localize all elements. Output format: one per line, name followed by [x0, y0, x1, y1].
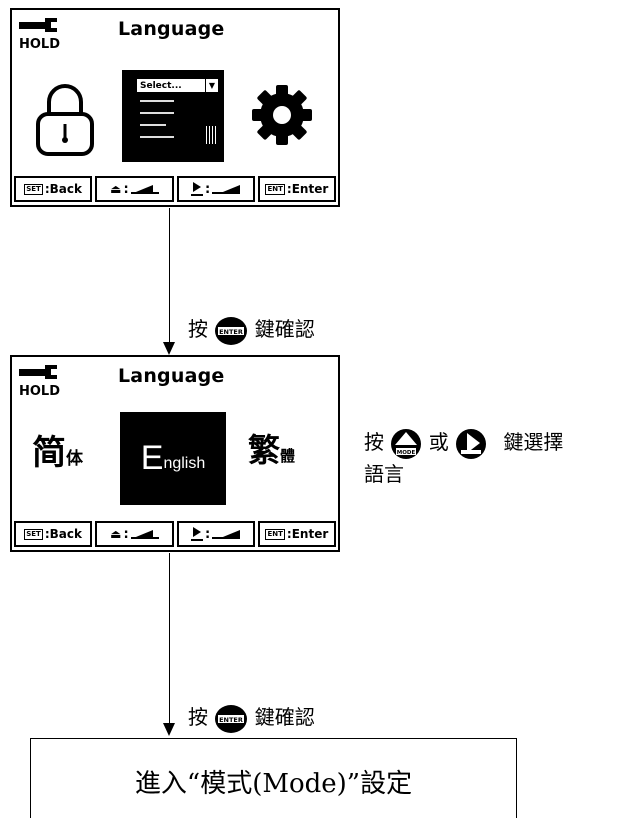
lang-option-simplified[interactable]: 简体: [32, 425, 83, 474]
softkey-sep: :: [123, 181, 129, 197]
enter-key-icon: ENTER: [215, 704, 248, 733]
increase-ramp-icon: [130, 185, 159, 194]
lang-option-traditional[interactable]: 繁體: [248, 425, 295, 471]
softkey-sep: :: [44, 182, 50, 196]
enter-key-text: ENTER: [219, 716, 243, 724]
ent-key-label: ENT: [265, 528, 285, 540]
hold-label: HOLD: [19, 37, 60, 51]
padlock-icon: [36, 84, 94, 156]
dropdown-scrollbar[interactable]: [206, 126, 216, 144]
set-key-label: SET: [24, 528, 43, 540]
step1-instruction: 按 ENTER 鍵確認: [188, 313, 315, 346]
enter-key-text: ENTER: [219, 328, 243, 336]
english-rest: nglish: [163, 454, 206, 472]
enter-softkey[interactable]: ENT : Enter: [257, 176, 336, 202]
step2-suffix: 鍵選擇: [503, 430, 564, 454]
simplified-main: 简: [32, 433, 66, 473]
up-softkey[interactable]: ⏏ :: [95, 176, 174, 202]
set-key-label: SET: [24, 183, 43, 195]
dropdown-option[interactable]: [140, 112, 174, 114]
step3-prefix: 按: [188, 705, 208, 729]
dropdown-selected-label: Select...: [140, 80, 182, 91]
mode-setting-text: 進入“模式(Mode)”設定: [134, 769, 413, 799]
mode-setting-box: 進入“模式(Mode)”設定: [30, 738, 517, 818]
right-key-icon: [456, 428, 487, 459]
enter-label: Enter: [291, 527, 329, 541]
softkey-sep: :: [286, 182, 292, 196]
language-dropdown[interactable]: Select... ▼: [122, 70, 224, 162]
softkey-sep: :: [205, 526, 211, 542]
right-key-icon: [191, 527, 204, 541]
eject-up-icon: ⏏: [110, 527, 122, 541]
right-key-icon: [191, 182, 204, 196]
screen-title: Language: [118, 365, 225, 387]
softkey-sep: :: [123, 526, 129, 542]
softkey-bar: SET : Back ⏏ : : ENT : Enter: [14, 521, 336, 547]
enter-label: Enter: [291, 182, 329, 196]
step2-prefix: 按: [364, 430, 384, 454]
step2-or: 或: [428, 430, 449, 454]
arrow-head: [163, 342, 175, 355]
step3-instruction: 按 ENTER 鍵確認: [188, 701, 315, 734]
dropdown-option[interactable]: [140, 124, 166, 126]
softkey-sep: :: [44, 527, 50, 541]
gear-icon: [252, 85, 312, 145]
right-softkey[interactable]: :: [176, 521, 255, 547]
ent-key-label: ENT: [265, 183, 285, 195]
arrow-head: [163, 723, 175, 736]
enter-softkey[interactable]: ENT : Enter: [257, 521, 336, 547]
eject-up-icon: ⏏: [110, 182, 122, 196]
flow-arrow: [169, 553, 170, 725]
mode-key-text: MODE: [397, 450, 416, 456]
step3-suffix: 鍵確認: [254, 705, 315, 729]
softkey-sep: :: [286, 527, 292, 541]
step1-prefix: 按: [188, 317, 208, 341]
back-softkey[interactable]: SET : Back: [14, 176, 93, 202]
traditional-small: 體: [280, 447, 296, 465]
simplified-small: 体: [66, 449, 83, 469]
increase-ramp-icon: [130, 530, 159, 539]
step1-suffix: 鍵確認: [254, 317, 315, 341]
shift-ramp-icon: [212, 530, 241, 539]
wrench-hold-icon: HOLD: [19, 365, 60, 398]
enter-key-icon: ENTER: [215, 316, 248, 345]
up-softkey[interactable]: ⏏ :: [95, 521, 174, 547]
right-softkey[interactable]: :: [176, 176, 255, 202]
traditional-main: 繁: [248, 431, 281, 469]
hold-label: HOLD: [19, 384, 60, 398]
flow-arrow: [169, 208, 170, 344]
dropdown-option[interactable]: [140, 100, 174, 102]
back-label: Back: [49, 527, 82, 541]
dropdown-option[interactable]: [140, 136, 174, 138]
softkey-sep: :: [205, 181, 211, 197]
screen-title: Language: [118, 18, 225, 40]
wrench-hold-icon: HOLD: [19, 18, 60, 51]
back-softkey[interactable]: SET : Back: [14, 521, 93, 547]
english-first: E: [140, 439, 164, 477]
back-label: Back: [49, 182, 82, 196]
language-select-screen: HOLD Language Select... ▼ SET :: [10, 8, 340, 207]
step2-instruction-line2: 語言: [364, 462, 404, 486]
softkey-bar: SET : Back ⏏ : : ENT : Enter: [14, 176, 336, 202]
mode-up-key-icon: MODE: [391, 428, 422, 459]
shift-ramp-icon: [212, 185, 241, 194]
step2-instruction: 按 MODE 或 鍵選擇: [364, 426, 563, 460]
chevron-down-icon[interactable]: ▼: [206, 79, 218, 92]
dropdown-selected[interactable]: Select... ▼: [137, 79, 218, 92]
